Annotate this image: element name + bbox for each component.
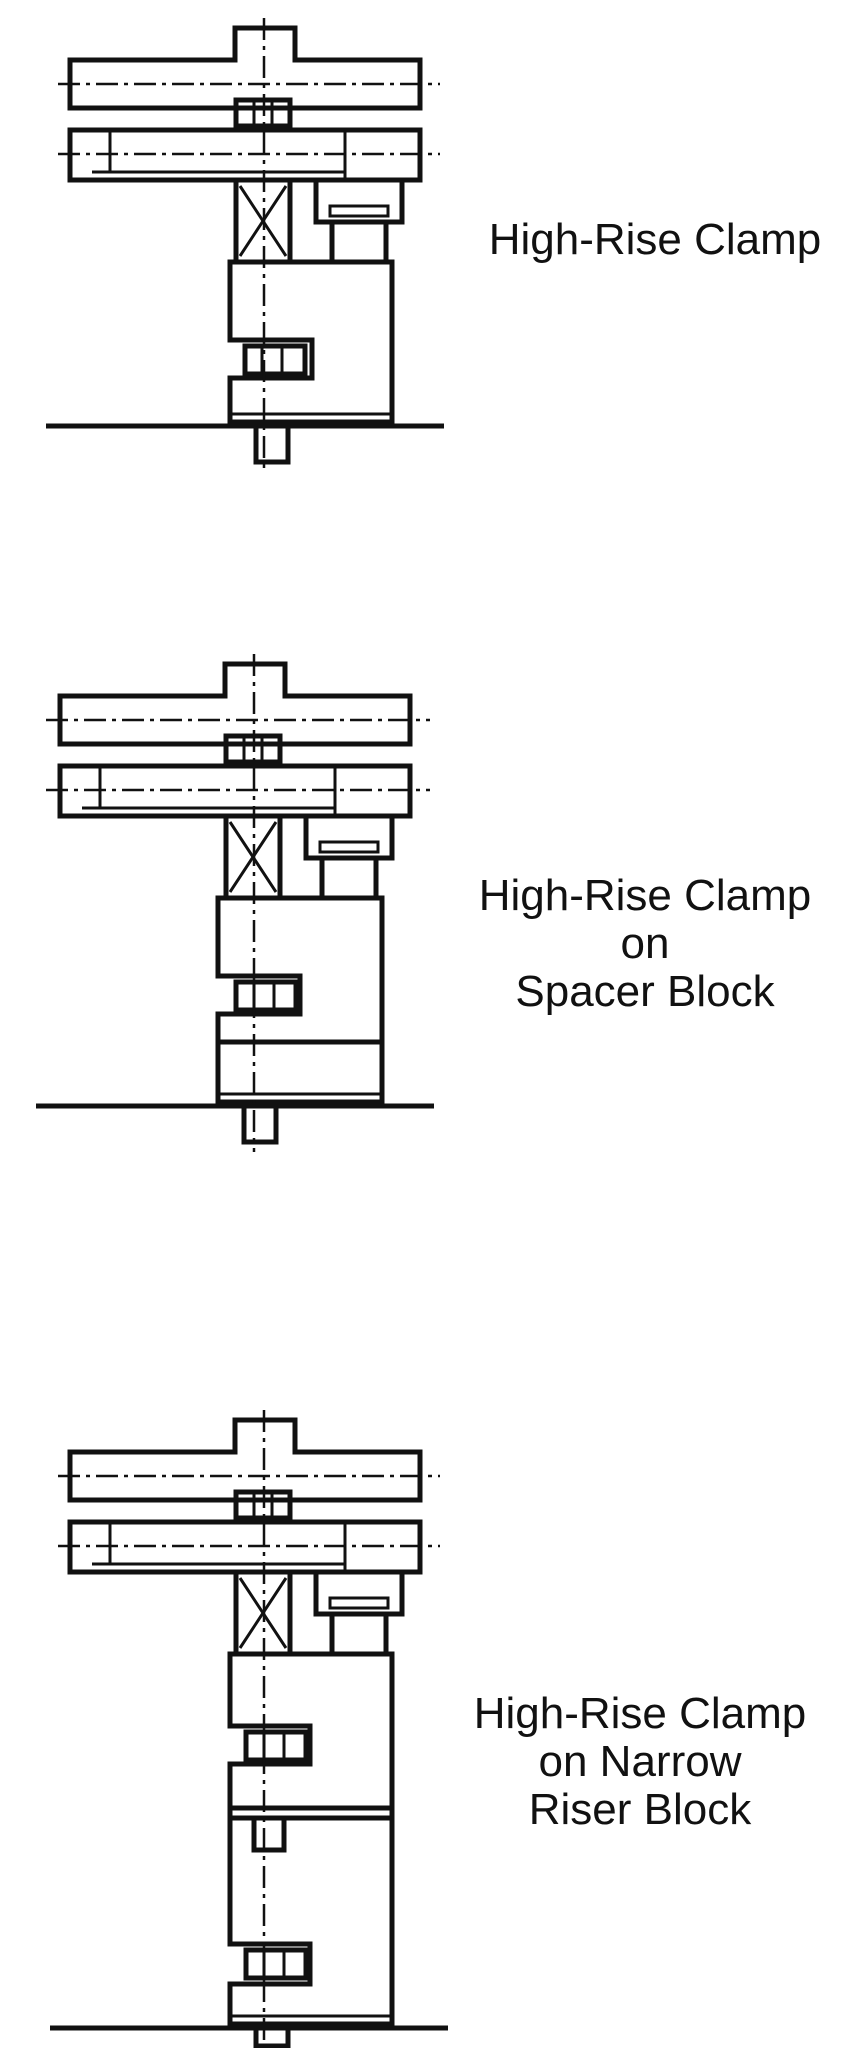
caption-line: High-Rise Clamp: [488, 215, 822, 264]
jack-screw: [319, 855, 379, 901]
clamp-body: [227, 259, 395, 425]
narrow-riser-block: [227, 1815, 395, 2027]
body-nut: [233, 979, 299, 1013]
caption-high-rise-clamp-on-spacer-block: High-Rise Clamp on Spacer Block: [460, 872, 830, 1016]
caption-line: on Narrow: [538, 1737, 742, 1786]
caption-line: on: [620, 919, 670, 968]
caption-line: Riser Block: [528, 1785, 752, 1834]
caption-high-rise-clamp: High-Rise Clamp: [470, 216, 840, 264]
clamp-drawing: [36, 654, 434, 1152]
clamp-drawing: [46, 18, 444, 470]
clamp-body: [227, 1651, 395, 1821]
riser-stud: [251, 1815, 287, 1853]
high-rise-clamp-on-spacer-block-assembly: [36, 654, 434, 1152]
bottom-stud: [241, 1103, 279, 1145]
diagram-panel-high-rise-clamp: High-Rise Clamp: [0, 0, 865, 640]
body-nut: [242, 343, 308, 377]
bottom-stud: [253, 423, 291, 465]
diagram-panel-narrow-riser-block: High-Rise Clamp on Narrow Riser Block: [0, 1360, 865, 2048]
top-clamp-bar: [67, 25, 423, 111]
caption-line: High-Rise Clamp: [478, 871, 812, 920]
clamp-drawing: [50, 1410, 448, 2048]
diagram-panel-spacer-block: High-Rise Clamp on Spacer Block: [0, 640, 865, 1360]
caption-high-rise-clamp-on-narrow-riser-block: High-Rise Clamp on Narrow Riser Block: [455, 1690, 825, 1834]
jack-screw: [329, 219, 389, 265]
riser-nut: [243, 1947, 309, 1981]
clamp-body: [215, 895, 385, 1105]
top-clamp-bar: [57, 661, 413, 747]
top-clamp-bar: [67, 1417, 423, 1503]
caption-line: High-Rise Clamp: [473, 1689, 807, 1738]
high-rise-clamp-on-narrow-riser-block-assembly: [50, 1410, 448, 2048]
caption-line: Spacer Block: [515, 967, 775, 1016]
high-rise-clamp-assembly: [46, 18, 444, 470]
bottom-stud: [253, 2025, 291, 2048]
body-nut: [243, 1729, 309, 1763]
jack-screw: [329, 1611, 389, 1657]
